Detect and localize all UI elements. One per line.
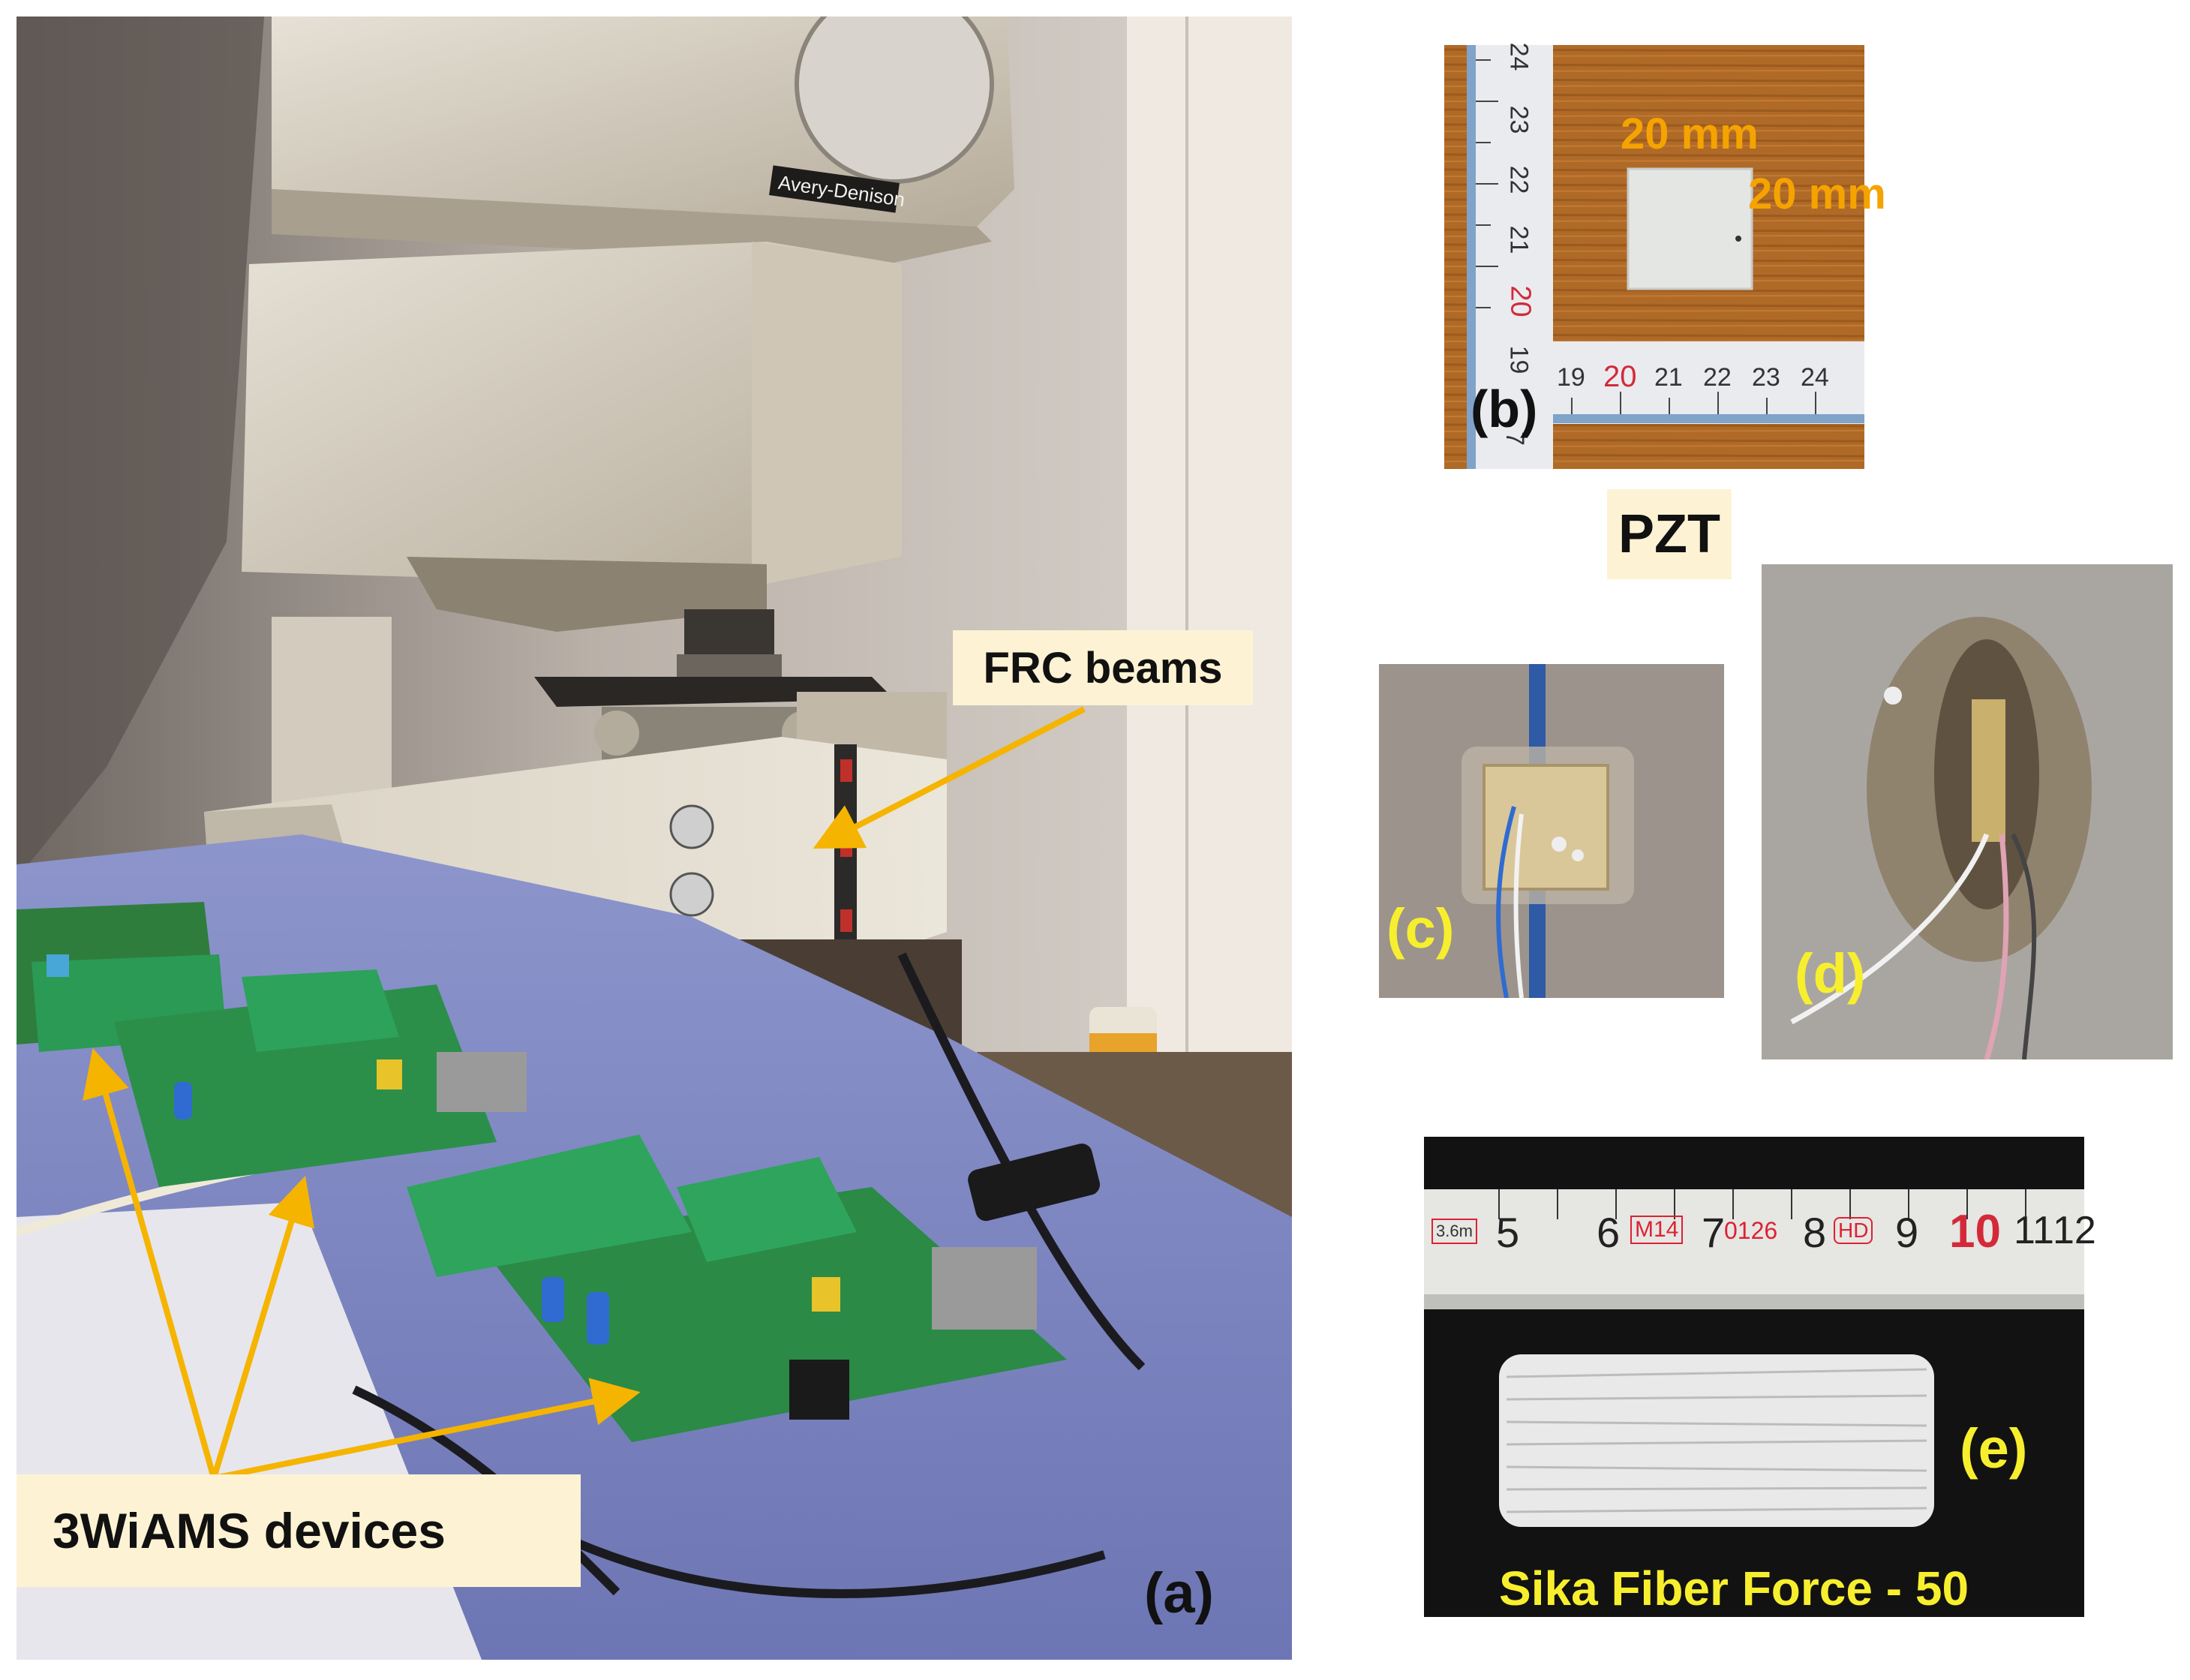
ruler-v-22: 22 bbox=[1504, 165, 1534, 194]
frc-beams-callout: FRC beams bbox=[953, 630, 1253, 705]
tape-7: 7 bbox=[1702, 1209, 1726, 1256]
pzt-ruler-photo bbox=[1444, 45, 1864, 469]
ruler-h-22: 22 bbox=[1703, 363, 1732, 392]
tape-5: 5 bbox=[1496, 1209, 1520, 1256]
ruler-v-19: 19 bbox=[1504, 345, 1534, 374]
panel-b-tag: (b) bbox=[1471, 380, 1538, 438]
pzt-caption: PZT bbox=[1607, 489, 1732, 579]
tape-small-hd: HD bbox=[1834, 1217, 1873, 1244]
tape-small-m14: M14 bbox=[1630, 1216, 1684, 1244]
pzt-bonded-photo bbox=[1379, 664, 1724, 998]
panel-d-tag: (d) bbox=[1795, 942, 1866, 1005]
sika-fiber-photo bbox=[1424, 1137, 2084, 1617]
ruler-v-20: 20 bbox=[1504, 285, 1537, 317]
ruler-v-24: 24 bbox=[1504, 42, 1534, 71]
lab-setup-photo: Avery-Denison bbox=[17, 17, 1292, 1660]
sika-fiber-label: Sika Fiber Force - 50 bbox=[1499, 1561, 1969, 1615]
ruler-v-23: 23 bbox=[1504, 105, 1534, 134]
tape-9: 9 bbox=[1895, 1209, 1919, 1256]
ruler-h-21: 21 bbox=[1654, 363, 1683, 392]
ruler-h-23: 23 bbox=[1752, 363, 1780, 392]
panel-e-tag: (e) bbox=[1960, 1417, 2028, 1480]
tape-6: 6 bbox=[1597, 1209, 1621, 1256]
tape-8: 8 bbox=[1803, 1209, 1827, 1256]
ruler-h-19: 19 bbox=[1557, 363, 1585, 392]
ruler-v-21: 21 bbox=[1504, 225, 1534, 254]
tape-11: 11 bbox=[2014, 1209, 2054, 1252]
tape-small-0126: 0126 bbox=[1724, 1217, 1778, 1244]
tape-small-36m: 3.6m bbox=[1431, 1219, 1477, 1244]
pzt-height-label: 20 mm bbox=[1748, 170, 1886, 218]
horizontal-ruler-scale: 19 20 21 22 23 24 bbox=[1557, 359, 1864, 404]
panel-c-tag: (c) bbox=[1386, 897, 1455, 960]
panel-a-tag: (a) bbox=[1144, 1561, 1214, 1625]
wiams-devices-callout: 3WiAMS devices bbox=[17, 1474, 581, 1587]
tape-10: 10 bbox=[1949, 1206, 2001, 1258]
pzt-embedded-photo bbox=[1762, 564, 2173, 1059]
ruler-h-20: 20 bbox=[1603, 360, 1637, 393]
ruler-h-24: 24 bbox=[1801, 363, 1829, 392]
tape-measure-scale: 3.6m 5 6 M14 7 0126 8 HD 9 10 11 12 bbox=[1424, 1201, 2096, 1276]
tape-12: 12 bbox=[2053, 1209, 2096, 1252]
pzt-width-label: 20 mm bbox=[1621, 110, 1759, 158]
